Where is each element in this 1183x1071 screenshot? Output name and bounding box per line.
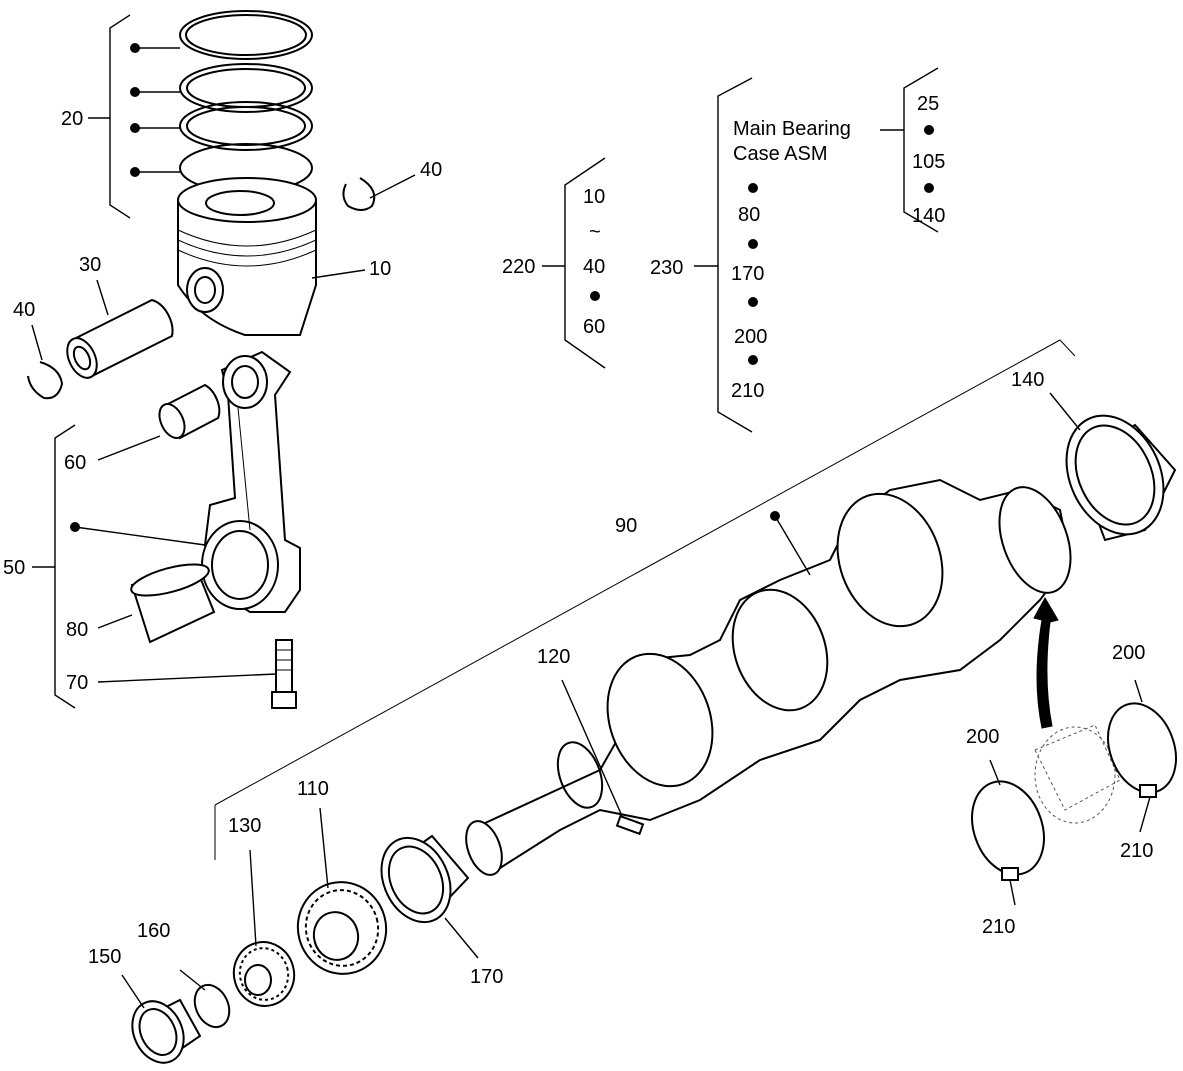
callout-110: 110	[297, 778, 329, 800]
callout-130: 130	[228, 815, 261, 837]
big-end-bearing	[130, 563, 216, 644]
crank-gear-small	[232, 941, 296, 1007]
callout-200-right: 200	[1112, 642, 1145, 664]
front-collar	[131, 998, 202, 1064]
bracket-220	[542, 157, 606, 369]
callout-20: 20	[61, 108, 83, 130]
connecting-rod	[201, 350, 301, 613]
callout-40-left: 40	[13, 299, 35, 321]
small-end-bushing	[158, 383, 221, 440]
snap-ring-right	[342, 177, 376, 211]
group-220-item-4: 60	[583, 316, 605, 338]
callout-210-right: 210	[1120, 840, 1153, 862]
group-230-title-line1: Main Bearing	[733, 118, 851, 140]
thrust-washer-front	[971, 780, 1045, 881]
group-230-item-4: 210	[731, 380, 764, 402]
piston-pin	[66, 298, 174, 379]
callout-170: 170	[470, 966, 503, 988]
callout-60: 60	[64, 452, 86, 474]
group-220-item-1: 10	[583, 186, 605, 208]
group-230-sub-item-2: 105	[912, 151, 945, 173]
snap-ring-left	[27, 361, 64, 400]
bracket-230	[694, 67, 939, 433]
group-230-sub-item-1: 25	[917, 93, 939, 115]
thrust-washer-rear	[1107, 702, 1177, 798]
piston	[177, 177, 317, 336]
callout-160: 160	[137, 920, 170, 942]
gear-bearing	[380, 834, 470, 924]
woodruff-key	[615, 814, 645, 836]
assembly-arrow	[1033, 596, 1059, 729]
group-220-item-2: ~	[589, 221, 601, 243]
bracket-20	[88, 14, 180, 219]
bracket-50	[32, 424, 206, 709]
crankshaft	[465, 478, 1072, 876]
callout-70: 70	[66, 672, 88, 694]
group-230-sub-item-3: 140	[912, 205, 945, 227]
callout-80: 80	[66, 619, 88, 641]
group-220-item-3: 40	[583, 256, 605, 278]
group-230-label: 230	[650, 257, 683, 279]
callout-150: 150	[88, 946, 121, 968]
spacer-ring	[193, 983, 231, 1029]
callout-10: 10	[369, 258, 391, 280]
group-230-title-line2: Case ASM	[733, 143, 827, 165]
bearing-case-phantom	[1034, 724, 1121, 824]
main-bearing	[1065, 414, 1177, 542]
group-230-item-1: 80	[738, 204, 760, 226]
callout-120: 120	[537, 646, 570, 668]
callout-200-left: 200	[966, 726, 999, 748]
piston-rings	[179, 10, 313, 193]
callout-90: 90	[615, 515, 637, 537]
callout-140: 140	[1011, 369, 1044, 391]
group-220-label: 220	[502, 256, 535, 278]
callout-50: 50	[3, 557, 25, 579]
group-230-item-3: 200	[734, 326, 767, 348]
callout-30: 30	[79, 254, 101, 276]
group-230-item-2: 170	[731, 263, 764, 285]
rod-bolt	[271, 639, 297, 709]
callout-40-right: 40	[420, 159, 442, 181]
crank-gear-large	[296, 881, 388, 975]
callout-210-bottom: 210	[982, 916, 1015, 938]
leader-lines	[31, 174, 1151, 1009]
